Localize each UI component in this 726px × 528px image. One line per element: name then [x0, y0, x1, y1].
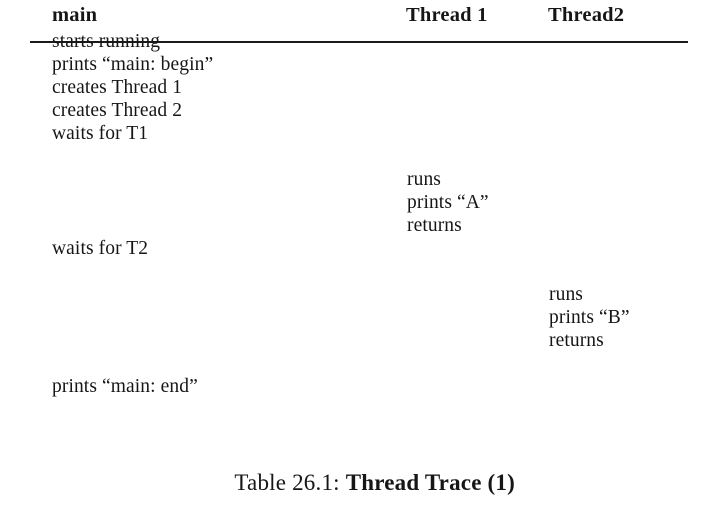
- cell-thread1: prints “A”: [407, 192, 489, 213]
- cell-main: prints “main: begin”: [52, 54, 214, 75]
- cell-main: creates Thread 1: [52, 77, 183, 98]
- table-row: starts running: [0, 30, 726, 53]
- caption-label: Table 26.1:: [234, 470, 346, 495]
- caption-title: Thread Trace (1): [345, 470, 515, 495]
- table-row: runs: [0, 168, 726, 191]
- table-row: returns: [0, 214, 726, 237]
- column-header-thread1: Thread 1: [406, 4, 488, 26]
- cell-main: waits for T2: [52, 238, 149, 259]
- table-row: prints “A”: [0, 191, 726, 214]
- table-row: waits for T1: [0, 122, 726, 145]
- cell-thread1: returns: [407, 215, 462, 236]
- cell-thread2: runs: [549, 284, 583, 305]
- cell-thread2: prints “B”: [549, 307, 630, 328]
- table-caption: Table 26.1: Thread Trace (1): [0, 438, 726, 528]
- table-row: [0, 352, 726, 375]
- table-row: prints “main: end”: [0, 375, 726, 398]
- table-row: [0, 260, 726, 283]
- table-row: waits for T2: [0, 237, 726, 260]
- column-header-thread2: Thread2: [548, 4, 625, 26]
- cell-main: starts running: [52, 31, 161, 52]
- table-row: creates Thread 1: [0, 76, 726, 99]
- table-row: [0, 145, 726, 168]
- table-row: creates Thread 2: [0, 99, 726, 122]
- cell-thread2: returns: [549, 330, 604, 351]
- cell-main: prints “main: end”: [52, 376, 198, 397]
- column-header-main: main: [52, 4, 98, 26]
- table-row: prints “main: begin”: [0, 53, 726, 76]
- table-row: runs: [0, 283, 726, 306]
- table-row: returns: [0, 329, 726, 352]
- table-header-row: main Thread 1 Thread2: [0, 0, 726, 30]
- table-row: prints “B”: [0, 306, 726, 329]
- cell-thread1: runs: [407, 169, 441, 190]
- cell-main: waits for T1: [52, 123, 149, 144]
- cell-main: creates Thread 2: [52, 100, 183, 121]
- header-rule: [30, 41, 688, 43]
